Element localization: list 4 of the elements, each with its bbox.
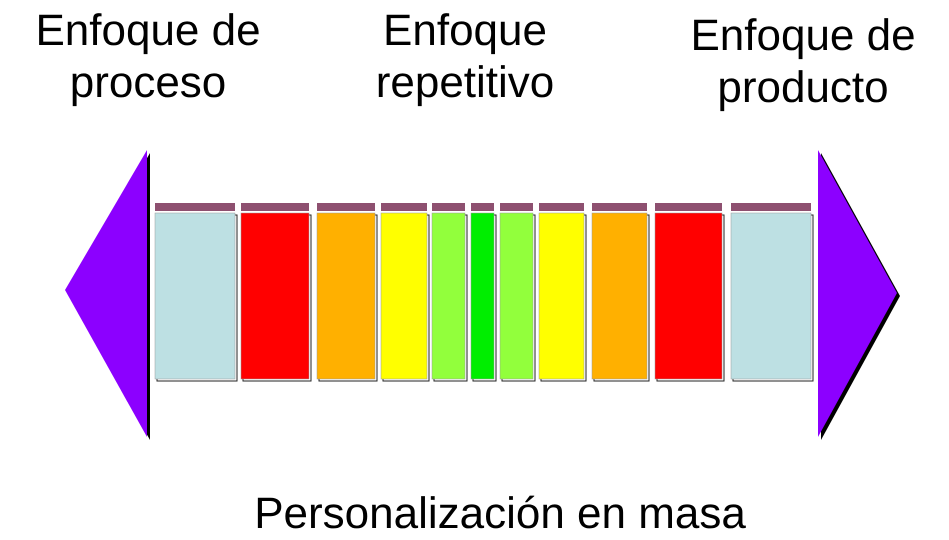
heading-label: Enfoque de proceso [34, 5, 262, 109]
heading-label: Personalización en masa [253, 488, 747, 540]
heading-label: Enfoque de producto [689, 10, 917, 114]
heading-label: Enfoque repetitivo [374, 5, 556, 109]
